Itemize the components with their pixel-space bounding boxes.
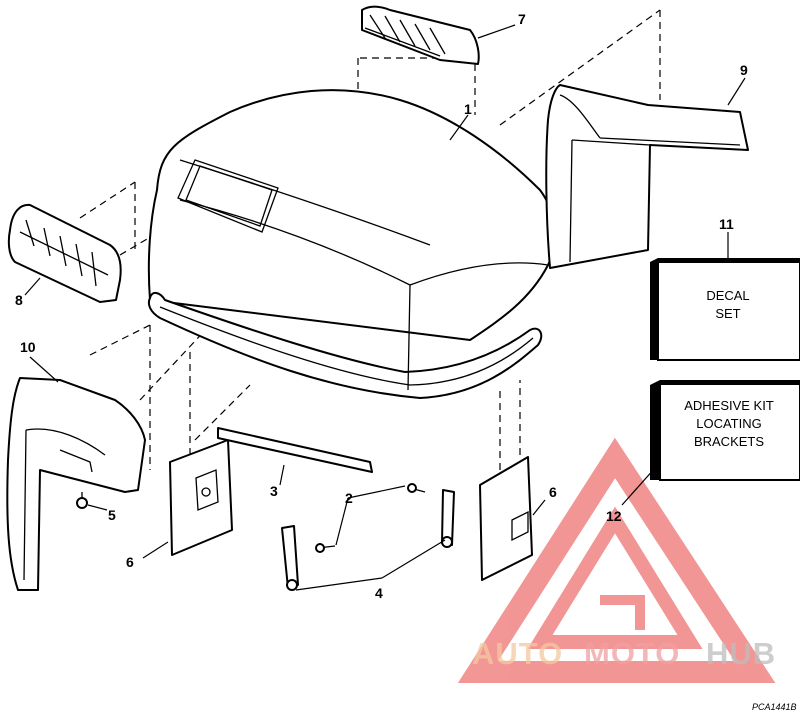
lower-panel-part-10 [6,377,146,591]
watermark-text: AUTO MOTO HUB [472,636,776,671]
seal-strip-part-3 [217,427,373,473]
callout-7: 7 [518,11,526,27]
bolt-part-2 [315,483,426,553]
vent-part-7 [361,5,480,65]
callout-6-right: 6 [549,484,557,500]
decal-line-2: SET [715,306,740,321]
adhesive-line-2: LOCATING [696,416,762,431]
callout-11: 11 [719,216,734,232]
adhesive-box-label: ADHESIVE KIT LOCATING BRACKETS [684,398,774,449]
callout-4: 4 [375,585,383,601]
adhesive-line-1: ADHESIVE KIT [684,398,774,413]
bracket-part-6-left [169,439,233,556]
watermark-auto: AUTO [472,636,563,671]
callout-10: 10 [20,339,36,355]
figure-code: PCA1441B [752,702,797,712]
leader-lines [24,24,746,591]
callout-2: 2 [345,490,353,506]
callout-12: 12 [606,508,622,524]
callout-9: 9 [740,62,748,78]
latch-part-4 [281,489,455,591]
watermark-moto: MOTO [584,636,680,671]
decal-line-1: DECAL [706,288,749,303]
watermark-logo [457,437,776,683]
callout-8: 8 [15,292,23,308]
callout-labels: 1 7 9 11 8 10 5 6 3 2 4 6 12 [15,11,748,601]
rear-panel-part-9 [545,84,749,269]
callout-6-left: 6 [126,554,134,570]
adhesive-box-part-12 [650,380,800,481]
callout-5: 5 [108,507,116,523]
bracket-part-6-right [479,456,533,581]
decal-box-label: DECAL SET [706,288,749,321]
screw-part-5 [76,492,88,509]
adhesive-line-3: BRACKETS [694,434,764,449]
watermark-hub: HUB [706,636,776,671]
decal-box-part-11 [650,258,800,361]
cowl-part-1 [147,89,556,399]
callout-3: 3 [270,483,278,499]
vent-part-8 [7,203,122,303]
callout-1: 1 [464,101,472,117]
